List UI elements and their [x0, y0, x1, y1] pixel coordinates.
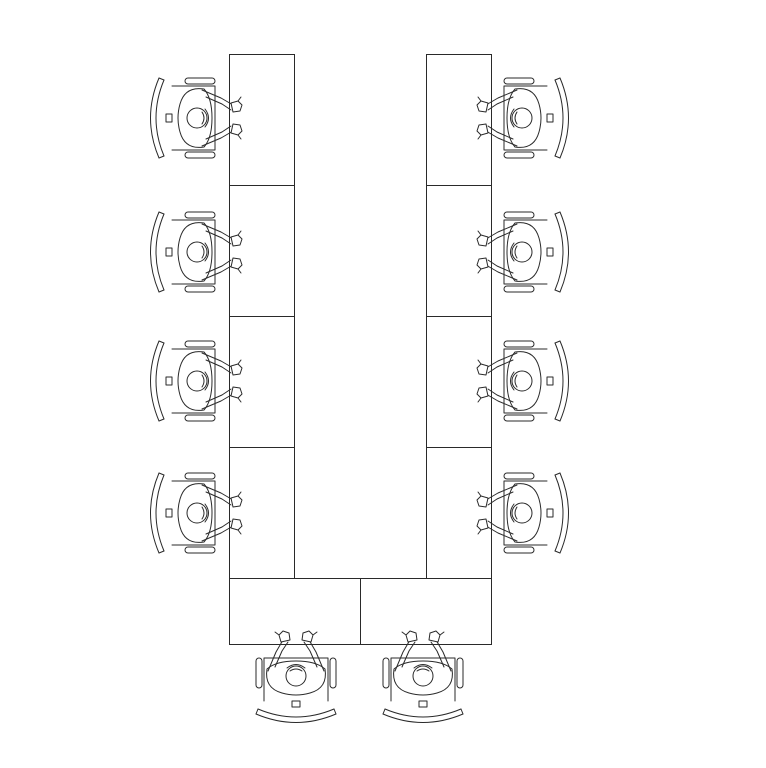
table-right-2 [426, 185, 492, 317]
seated-person-icon [150, 211, 243, 293]
table-left-2 [229, 185, 295, 317]
table-bottom-1 [229, 578, 361, 645]
seated-person-icon [150, 472, 243, 554]
table-left-1 [229, 54, 295, 186]
table-bottom-2 [360, 578, 492, 645]
seated-person-icon [150, 340, 243, 422]
table-left-3 [229, 316, 295, 448]
table-left-4 [229, 447, 295, 579]
table-right-1 [426, 54, 492, 186]
table-right-3 [426, 316, 492, 448]
seated-person-icon [150, 77, 243, 159]
table-right-4 [426, 447, 492, 579]
